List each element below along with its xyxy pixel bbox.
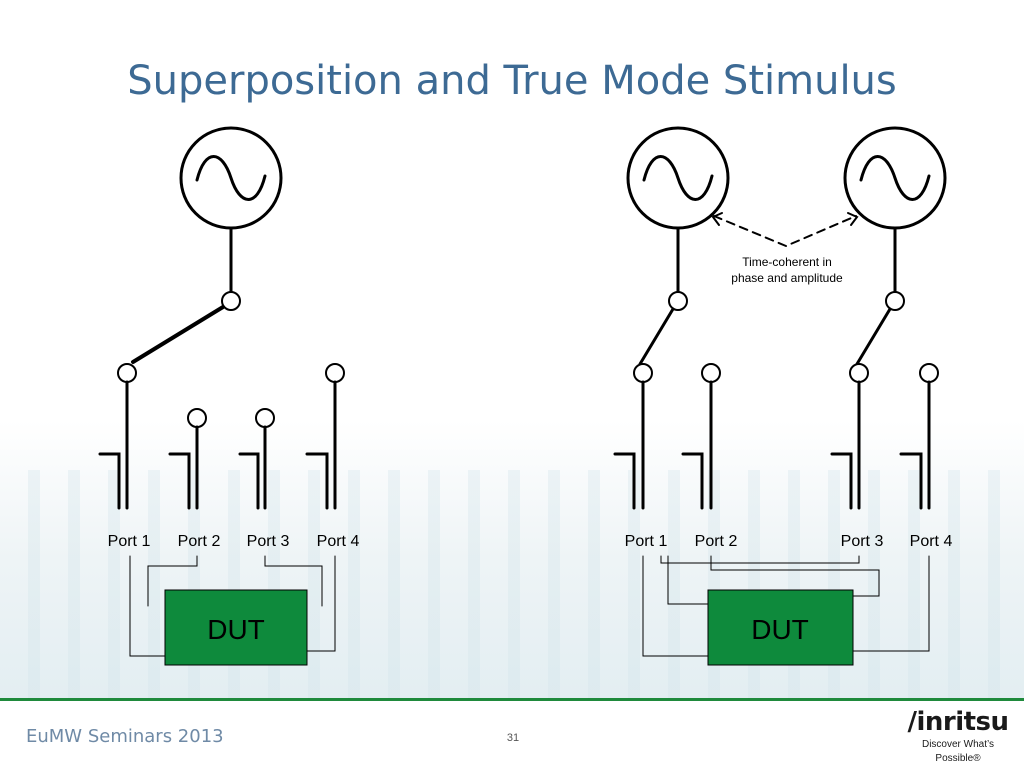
page-number: 31	[506, 732, 520, 744]
slide-title: Superposition and True Mode Stimulus	[127, 58, 897, 104]
coherence-annotation-line-2: phase and amplitude	[731, 271, 843, 285]
left-port-4-path	[305, 363, 345, 510]
left-switch-pivot	[221, 291, 241, 311]
right-port-2-label: Port 2	[695, 533, 738, 550]
left-port-2-label: Port 2	[178, 533, 221, 550]
right-source-b-sine-icon	[859, 155, 931, 201]
mode-stimulus-diagram: Port 1 Port 2 Port 3 Port 4 DUT Port 1 P…	[98, 126, 953, 666]
left-port-2-path	[168, 408, 207, 510]
right-switch-a-pivot	[668, 291, 688, 311]
left-port-3-label: Port 3	[247, 533, 290, 550]
slide-background	[0, 0, 1024, 700]
right-port-4-path	[899, 363, 939, 510]
left-port-3-path	[238, 408, 275, 510]
left-dut-box	[164, 589, 308, 666]
right-dut-wiring	[642, 555, 930, 657]
logo-tagline: Discover What’s Possible®	[921, 739, 995, 764]
footer-divider	[0, 698, 1024, 701]
right-dut-box	[707, 589, 854, 666]
left-dut-wiring	[129, 555, 336, 657]
footer-event-name: EuMW Seminars 2013	[26, 726, 224, 747]
left-diagram	[98, 126, 345, 666]
right-port-3-path	[830, 363, 869, 510]
left-switch-arm	[131, 305, 225, 364]
left-dut-label: DUT	[207, 614, 265, 645]
left-port-1-path	[98, 363, 137, 510]
logo-wordmark: /inritsu	[907, 707, 1009, 737]
right-diagram	[613, 126, 947, 666]
right-switch-b-arm	[855, 307, 892, 366]
right-port-1-path	[613, 363, 653, 510]
right-port-3-label: Port 3	[841, 533, 884, 550]
anritsu-logo: /inritsu Discover What’s Possible®	[902, 708, 1014, 766]
coherence-annotation-line-1: Time-coherent in	[742, 255, 832, 269]
left-source-sine-icon	[195, 155, 267, 201]
right-port-1-label: Port 1	[625, 533, 668, 550]
right-source-a-sine-icon	[642, 155, 714, 201]
right-port-4-label: Port 4	[910, 533, 953, 550]
left-port-1-label: Port 1	[108, 533, 151, 550]
left-port-4-label: Port 4	[317, 533, 360, 550]
right-port-2-path	[681, 363, 721, 510]
right-dut-label: DUT	[751, 614, 809, 645]
right-switch-b-pivot	[885, 291, 905, 311]
right-switch-a-arm	[638, 307, 675, 366]
coherence-arrows	[711, 212, 859, 248]
